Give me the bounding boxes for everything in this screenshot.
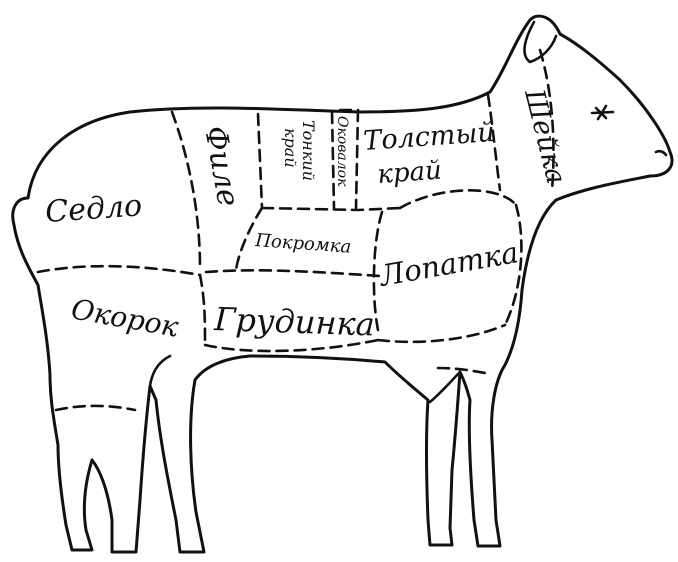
- label-sedlo: Седло: [44, 188, 143, 230]
- label-okovalok: Оковалок: [334, 116, 350, 187]
- lamb-body-outline: [13, 16, 672, 552]
- label-tonkiy-kray-line1: Тонкий: [299, 120, 318, 181]
- label-tonkiy-kray-line2: край: [281, 128, 300, 168]
- label-grudinka: Грудинка: [213, 300, 376, 344]
- label-tolstyy-kray-line2: край: [376, 156, 442, 190]
